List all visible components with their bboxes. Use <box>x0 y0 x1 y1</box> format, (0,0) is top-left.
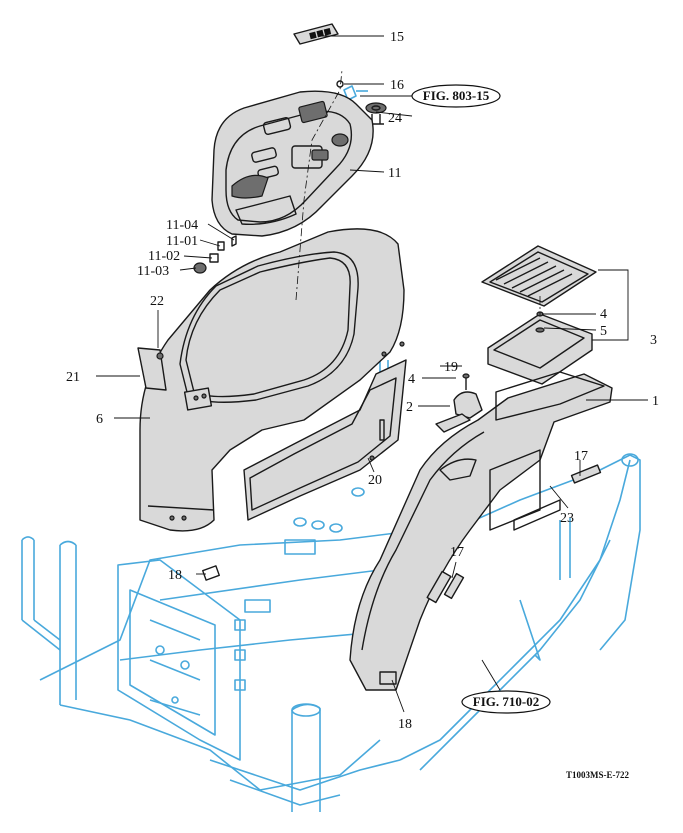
figure-ref-710-02-label: FIG. 710-02 <box>473 694 539 709</box>
callout-18a: 18 <box>168 568 182 583</box>
callout-23: 23 <box>560 511 574 526</box>
part-15-label-plate: ◼◼◼ <box>293 23 339 45</box>
callout-21: 21 <box>66 370 80 385</box>
part-1-fender <box>349 371 613 691</box>
callout-17b: 17 <box>450 545 464 560</box>
leader-lines <box>96 35 648 713</box>
callout-18b: 18 <box>398 717 412 732</box>
callout-11-01: 11-01 <box>166 234 198 249</box>
callout-11-02: 11-02 <box>148 249 180 264</box>
figure-ref-803-15[interactable]: FIG. 803-15 <box>411 84 501 108</box>
callout-3: 3 <box>650 333 657 348</box>
callout-4b: 4 <box>408 372 415 387</box>
callout-6: 6 <box>96 412 103 427</box>
part-20-lower-panel <box>243 359 407 521</box>
callout-2: 2 <box>406 400 413 415</box>
callout-22: 22 <box>150 294 164 309</box>
assembly-centerline <box>295 69 343 301</box>
callout-19: 19 <box>444 360 458 375</box>
part-18-pad <box>202 565 220 581</box>
drawing-code: T1003MS-E-722 <box>566 770 630 780</box>
callout-11-03: 11-03 <box>137 264 169 279</box>
callout-4a: 4 <box>600 307 607 322</box>
callout-24: 24 <box>388 111 402 126</box>
callout-16: 16 <box>390 78 404 93</box>
callout-1: 1 <box>652 394 659 409</box>
callout-20: 20 <box>368 473 382 488</box>
part-16-screw <box>336 80 344 88</box>
callout-15: 15 <box>390 30 404 45</box>
callout-11-04: 11-04 <box>166 218 198 233</box>
figure-ref-803-15-label: FIG. 803-15 <box>423 88 490 103</box>
callouts: 15 16 24 11 11-04 11-01 11-02 11-03 22 2… <box>66 30 659 732</box>
callout-11: 11 <box>388 166 401 181</box>
part-24-switch <box>365 102 387 125</box>
part-3-tray <box>481 245 597 385</box>
callout-5: 5 <box>600 324 607 339</box>
part-11-dash-panel <box>211 90 374 237</box>
part-11-hardware <box>193 235 237 274</box>
part-19-bolt <box>369 419 385 461</box>
figure-ref-710-02[interactable]: FIG. 710-02 <box>461 690 551 714</box>
part-6-cowl <box>137 228 405 532</box>
part-2-lever <box>435 373 483 433</box>
callout-17a: 17 <box>574 449 588 464</box>
